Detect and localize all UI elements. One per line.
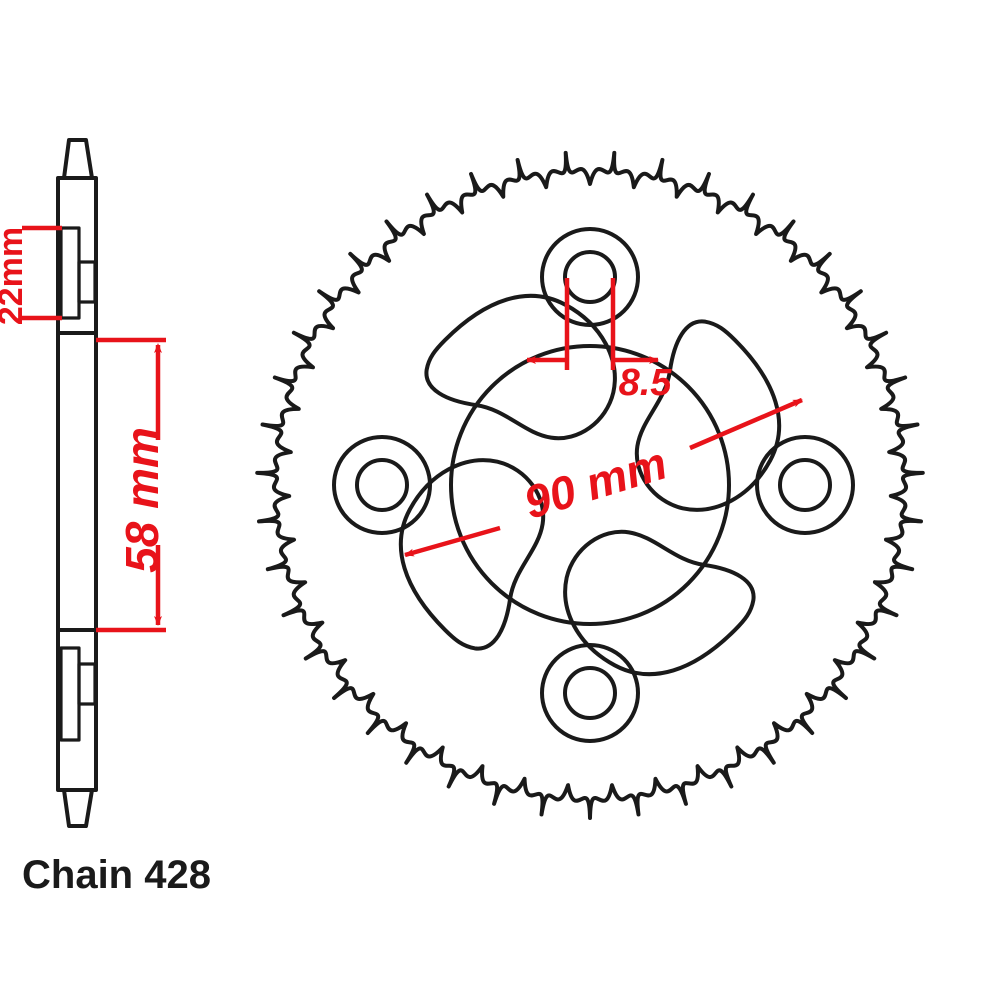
chain-caption: Chain 428 [22, 853, 211, 897]
bolt-hole-bottom-bore [563, 666, 617, 720]
bolt-hole-right-counterbore [755, 435, 855, 535]
sprocket-face-view [255, 150, 925, 820]
upper-bore-pocket-inner [77, 260, 97, 304]
lightening-slot-3 [563, 529, 756, 677]
lower-tooth-tip [62, 788, 94, 828]
bolt-hole-right-bore [778, 458, 832, 512]
dimension-bolt-circle-58mm: 58 mm [96, 337, 168, 633]
bolt-hole-right [755, 435, 855, 535]
lower-hatch-region [56, 628, 98, 792]
dim-58-label: 58 mm [116, 427, 168, 573]
side-section-view [56, 138, 98, 828]
upper-tooth-tip [62, 138, 94, 180]
lightening-slot-1 [424, 293, 617, 441]
dim-22-label: 22mm [0, 227, 30, 325]
bolt-hole-top-bore [563, 250, 617, 304]
center-bore [449, 344, 731, 626]
dimension-bolt-hole-8-5: 8.5 [526, 278, 673, 404]
plate-web [56, 331, 98, 632]
lower-bore-pocket-outer [59, 646, 81, 742]
bolt-hole-left-bore [355, 458, 409, 512]
dim-85-label: 8.5 [619, 362, 673, 404]
dim-90-arrow-lower-left [404, 525, 501, 558]
upper-bore-pocket-outer [59, 226, 81, 320]
lower-hatched-section [56, 628, 98, 792]
lightening-slot-2 [634, 319, 782, 512]
dim-90-arrow-upper-right [689, 397, 803, 451]
lightening-slot-4 [398, 458, 546, 651]
sprocket-teeth-outline [255, 150, 925, 820]
dimension-thickness-22mm: 22mm [0, 225, 62, 325]
lower-bore-pocket-inner [77, 662, 97, 706]
lightening-slots [398, 293, 782, 677]
